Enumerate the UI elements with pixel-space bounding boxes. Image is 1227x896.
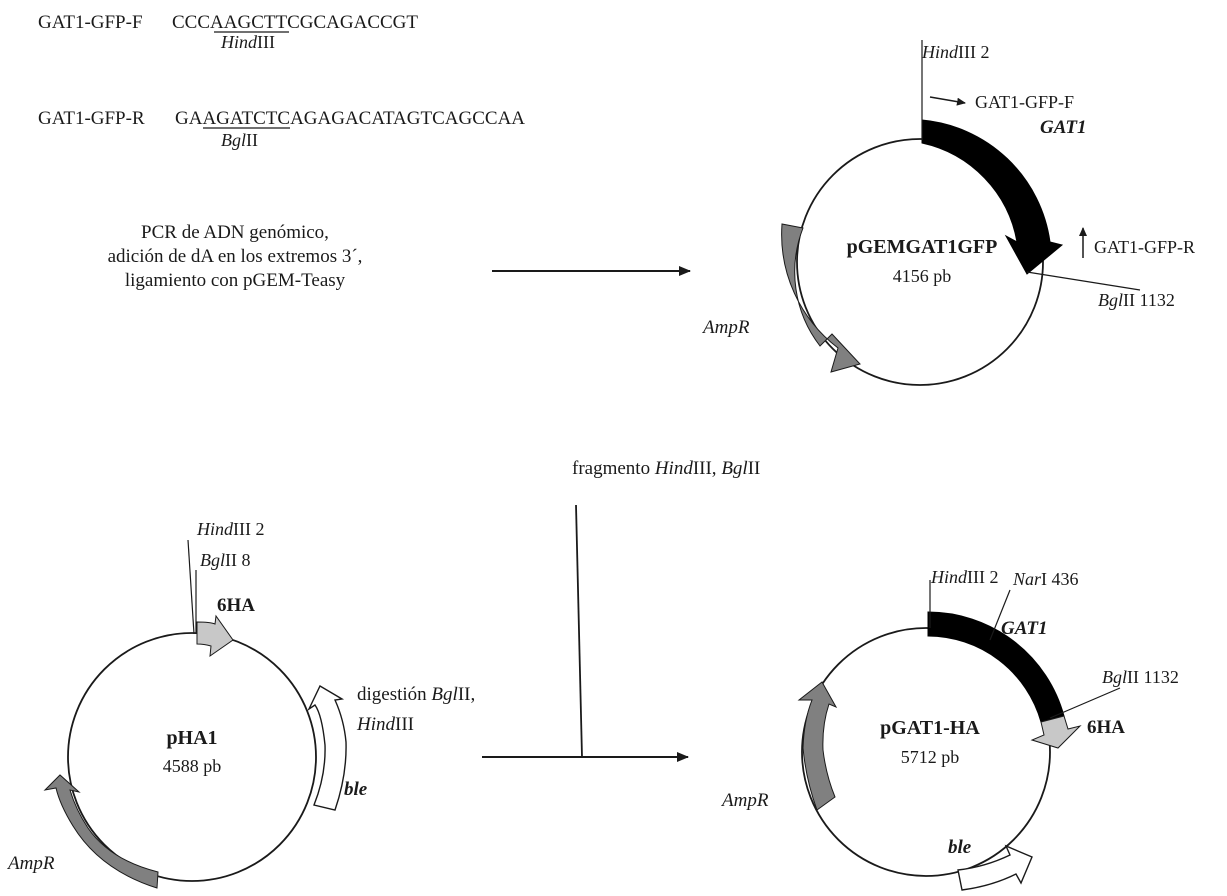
plasmid-pgat1-ha-backbone <box>801 627 1051 877</box>
plasmid-name: pGEMGAT1GFP <box>847 236 998 258</box>
primer-reverse-sequence: GAAGATCTCAGAGACATAGTCAGCCAA <box>175 108 525 129</box>
6ha-tag-arrow <box>196 614 234 658</box>
bglii-site-line <box>1026 271 1141 291</box>
plasmid-pha1: HindIII 2 BglII 8 6HA ble AmpR pHA1 4588… <box>6 519 368 889</box>
bglii-site-label: BglII 1132 <box>1102 667 1179 687</box>
hindiii-site-label: HindIII 2 <box>930 567 998 587</box>
ampr-gene-arrow <box>797 681 838 811</box>
primer-f-label: GAT1-GFP-F <box>975 92 1074 112</box>
bglii-site-label: BglII 1132 <box>1098 290 1175 310</box>
nari-site-line <box>989 589 1011 641</box>
primer-f-arrow <box>929 96 966 106</box>
ble-gene-arrow <box>307 685 347 811</box>
6ha-label: 6HA <box>1087 717 1125 738</box>
primer-reverse: GAT1-GFP-R GAAGATCTCAGAGACATAGTCAGCCAA B… <box>38 108 525 150</box>
ampr-label: AmpR <box>6 853 55 874</box>
ble-label: ble <box>948 837 972 858</box>
primer-r-label: GAT1-GFP-R <box>1094 237 1195 257</box>
plasmid-pha1-backbone <box>67 632 317 882</box>
plasmid-pgemgat1gfp: HindIII 2 BglII 1132 GAT1-GFP-F GAT1 GAT… <box>701 40 1195 386</box>
primer-forward-sequence: CCCAAGCTTCGCAGACCGT <box>172 12 418 33</box>
hindiii-site-label: HindIII 2 <box>196 519 264 539</box>
gat1-label: GAT1 <box>1001 618 1047 639</box>
primer-forward-name: GAT1-GFP-F <box>38 12 143 33</box>
plasmid-pgat1-ha: HindIII 2 NarI 436 BglII 1132 GAT1 6HA b… <box>720 567 1179 891</box>
digestion-label-line-2: HindIII <box>356 714 414 735</box>
plasmid-pgemgat1gfp-backbone <box>796 138 1044 386</box>
plasmid-name: pHA1 <box>166 727 217 749</box>
ampr-label: AmpR <box>701 317 750 338</box>
ble-label: ble <box>344 779 368 800</box>
digestion-label-line-1: digestión BglII, <box>357 684 475 705</box>
plasmid-size: 4588 pb <box>163 756 222 776</box>
ampr-gene-arrow <box>781 223 861 373</box>
ble-gene-arrow <box>957 844 1033 891</box>
ampr-gene-arrow <box>43 774 159 889</box>
pcr-step-line-1: PCR de ADN genómico, <box>141 222 329 243</box>
gat1-gene-arrow <box>921 119 1064 275</box>
6ha-label: 6HA <box>217 595 255 616</box>
primer-reverse-name: GAT1-GFP-R <box>38 108 145 129</box>
plasmid-size: 4156 pb <box>893 266 952 286</box>
ampr-label: AmpR <box>720 790 769 811</box>
nari-site-label: NarI 436 <box>1012 569 1079 589</box>
bglii-site-label: BglII 8 <box>200 550 251 570</box>
fragment-label: fragmento HindIII, BglII <box>572 458 760 479</box>
pcr-step-line-2: adición de dA en los extremos 3´, <box>108 246 363 267</box>
hindiii-site-line <box>187 539 195 635</box>
bglii-site-line <box>1049 687 1121 719</box>
primer-forward-enzyme: HindIII <box>220 32 275 52</box>
primer-reverse-enzyme: BglII <box>221 130 258 150</box>
6ha-tag-arrow <box>1030 715 1082 749</box>
pcr-step: PCR de ADN genómico, adición de dA en lo… <box>108 222 363 291</box>
plasmid-size: 5712 pb <box>901 747 960 767</box>
pcr-step-line-3: ligamiento con pGEM-Teasy <box>125 270 346 291</box>
gat1-label: GAT1 <box>1040 117 1086 138</box>
plasmid-name: pGAT1-HA <box>880 717 980 739</box>
hindiii-site-label: HindIII 2 <box>921 42 989 62</box>
fragment-line <box>575 504 583 758</box>
primer-forward: GAT1-GFP-F CCCAAGCTTCGCAGACCGT HindIII <box>38 12 418 52</box>
